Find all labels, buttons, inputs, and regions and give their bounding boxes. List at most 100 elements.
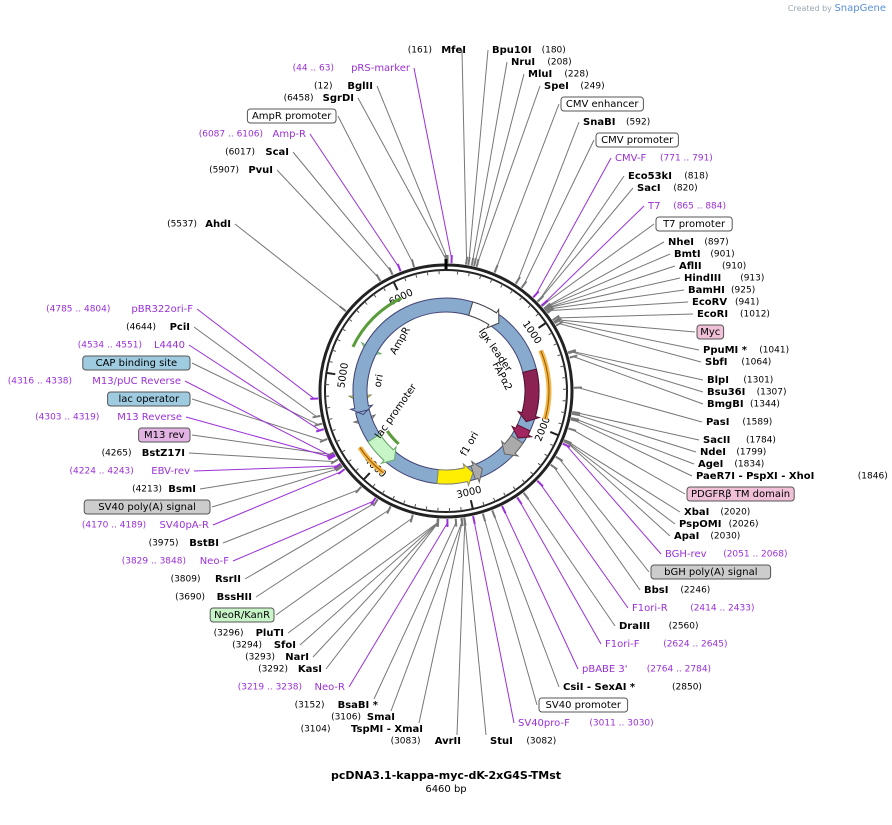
primer-range: (3011 .. 3030) <box>589 719 653 729</box>
tick-label: 2000 <box>533 415 553 443</box>
feature-arrow <box>349 297 540 485</box>
minor-tick <box>328 360 333 363</box>
label-leader <box>337 115 414 264</box>
site-marker <box>493 264 499 273</box>
feature-box-label: NeoR/KanR <box>214 610 270 621</box>
site-marker <box>550 463 558 471</box>
feature-arrow <box>367 433 397 465</box>
enzyme-label: PspOMI <box>679 519 721 530</box>
primer-label: CMV-F <box>615 153 646 164</box>
tick-mark <box>549 431 559 437</box>
label-leader <box>573 356 704 405</box>
site-marker <box>555 320 564 327</box>
label-leader <box>557 320 700 351</box>
primer-leader <box>309 133 400 268</box>
label-leader <box>418 521 463 724</box>
primer-label: T7 <box>647 201 660 212</box>
label-leader <box>299 522 439 646</box>
tick-mark <box>326 371 336 376</box>
site-marker <box>563 440 572 446</box>
label-box <box>595 132 679 148</box>
site-marker <box>472 515 476 525</box>
enzyme-position: (1064) <box>741 358 771 368</box>
primer-label: pBR322ori-F <box>131 304 193 315</box>
site-marker <box>334 464 343 471</box>
feature-arrow <box>470 460 484 484</box>
minor-tick <box>348 318 353 322</box>
label-box <box>107 391 191 407</box>
enzyme-label: AhdI <box>205 219 231 230</box>
credit-brand: SnapGene <box>834 3 886 14</box>
enzyme-position: (6017) <box>225 148 255 158</box>
enzyme-position: (2246) <box>680 586 710 596</box>
feature-label: ori <box>373 374 386 389</box>
minor-tick <box>493 497 496 502</box>
site-marker <box>335 465 343 472</box>
primer-label: Neo-R <box>315 682 346 693</box>
site-marker <box>501 505 507 514</box>
primer-leader <box>539 483 629 609</box>
minor-tick <box>500 283 503 288</box>
enzyme-label: KasI <box>298 664 322 675</box>
label-leader <box>495 103 560 270</box>
tick-mark <box>537 322 547 329</box>
label-leader <box>550 301 689 312</box>
site-marker <box>536 295 545 303</box>
backbone-inner-strand <box>324 269 568 513</box>
plasmid-length: 6460 bp <box>425 784 467 795</box>
label-box <box>83 499 211 515</box>
primer-leader <box>503 509 579 670</box>
site-marker <box>355 486 362 494</box>
minor-tick <box>341 328 346 332</box>
enzyme-position: (1041) <box>759 346 789 356</box>
enzyme-label: AflII <box>679 261 702 272</box>
label-leader <box>468 49 489 262</box>
feature-box-label: M13 rev <box>144 430 185 441</box>
enzyme-label: StuI <box>490 736 513 747</box>
label-leader <box>287 522 438 634</box>
feature-box-label: bGH poly(A) signal <box>664 567 757 578</box>
enzyme-position: (5907) <box>209 166 239 176</box>
feature-arrow <box>500 434 524 457</box>
primer-leader <box>544 205 645 304</box>
enzyme-position: (3082) <box>526 737 556 747</box>
site-marker <box>491 509 497 519</box>
enzyme-label: SgrDI <box>323 93 354 104</box>
enzyme-label: SacII <box>703 435 730 446</box>
primer-range: (4170 .. 4189) <box>82 521 146 531</box>
site-marker <box>464 256 469 265</box>
label-leader <box>373 522 457 700</box>
minor-tick <box>355 468 359 472</box>
tick-mark <box>362 472 371 481</box>
enzyme-label: CsiI - SexAI * <box>563 682 636 693</box>
site-marker <box>314 422 323 427</box>
primer-label: SV40pA-R <box>160 520 209 531</box>
enzyme-label: BlpI <box>707 375 729 386</box>
minor-tick <box>425 506 428 511</box>
credit-watermark: Created by SnapGene <box>788 3 886 14</box>
site-marker <box>339 305 347 312</box>
minor-tick <box>426 271 429 276</box>
enzyme-position: (249) <box>580 82 604 92</box>
minor-tick <box>548 332 553 336</box>
minor-tick <box>479 274 482 280</box>
minor-tick <box>372 483 376 488</box>
label-leader <box>464 521 487 736</box>
site-marker <box>568 349 577 355</box>
site-marker <box>372 498 379 507</box>
label-box <box>209 607 275 623</box>
label-leader <box>548 265 676 308</box>
primer-leader <box>518 500 602 645</box>
enzyme-position: (2030) <box>710 532 740 542</box>
minor-tick <box>468 272 470 277</box>
minor-tick <box>482 501 485 506</box>
label-leader <box>191 434 331 455</box>
site-marker <box>520 280 528 289</box>
orf-arc-core <box>359 447 384 474</box>
feature-box-label: SV40 promoter <box>546 700 622 711</box>
enzyme-position: (208) <box>547 58 571 68</box>
enzyme-label: NheI <box>668 237 694 248</box>
enzyme-label: ApaI <box>674 531 699 542</box>
label-leader <box>255 509 390 598</box>
minor-tick <box>402 500 406 505</box>
